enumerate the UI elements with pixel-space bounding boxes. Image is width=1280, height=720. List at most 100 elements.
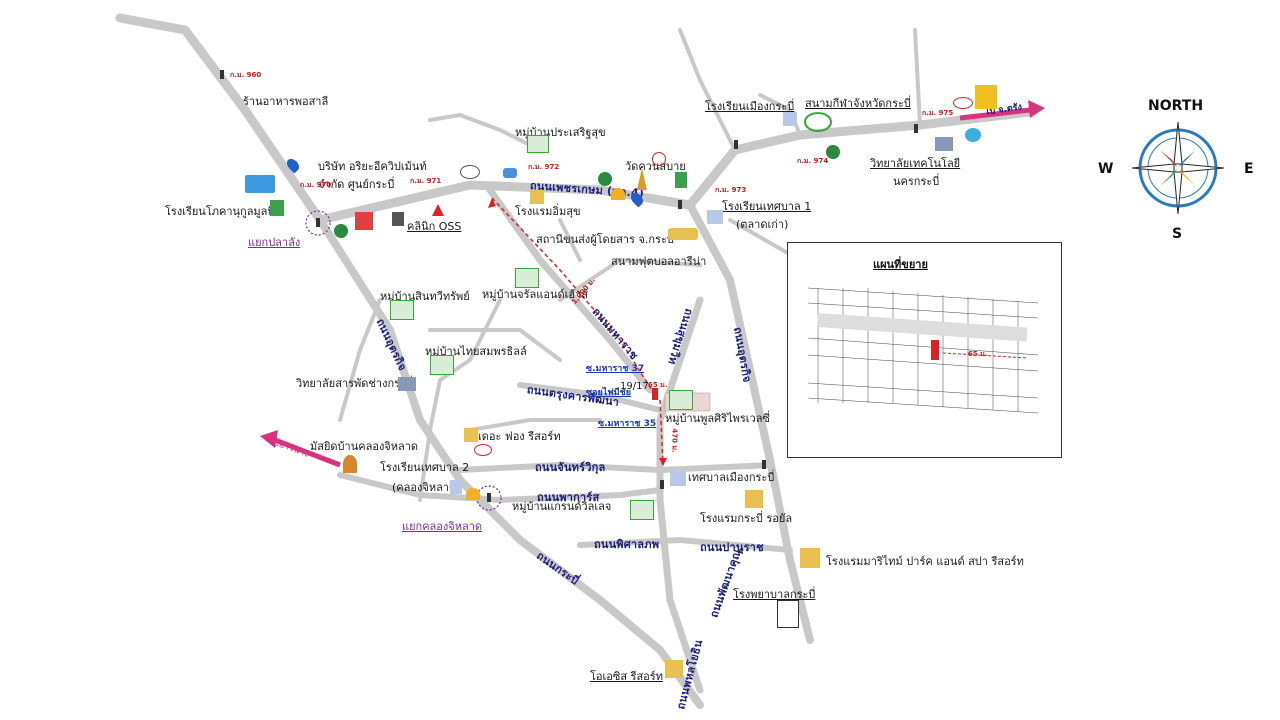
- tech-college-icon: [935, 137, 953, 151]
- place-village-thaisomporn: หมู่บ้านไทยสมพรธิลล์: [425, 345, 527, 358]
- school-tessaban2-icon: [450, 480, 462, 494]
- route-south: [659, 399, 664, 466]
- esso-2-icon: [474, 444, 492, 456]
- km-975: ก.ม. 975: [922, 109, 954, 117]
- road-label-pisalpop: ถนนพิศาลภพ: [594, 538, 660, 551]
- krungthai-icon: [975, 85, 997, 109]
- road-minor-7: [913, 28, 922, 127]
- route-arrow-2: [659, 458, 667, 466]
- village-thaisomporn-icon: [430, 355, 454, 375]
- place-oasis: โอเอซิส รีสอร์ท: [590, 670, 663, 683]
- place-restaurant: ร้านอาหารพอสาลี: [243, 95, 329, 108]
- school-muang-icon: [783, 112, 797, 126]
- mazda-icon: [460, 165, 480, 179]
- to-aonang-arrow-icon: [260, 430, 341, 468]
- place-village-poolsiri: หมู่บ้านพูลศิริไพรเวลซี่: [665, 412, 770, 425]
- school-tessaban1-icon: [707, 210, 723, 224]
- place-krabi-city: นครกระบี่: [893, 175, 940, 188]
- place-school-tessaban2: โรงเรียนเทศบาล 2: [380, 461, 470, 474]
- inset-main-road: [817, 313, 1028, 342]
- bank-icon: [965, 128, 981, 142]
- place-school-tessaban2-sub: (คลองจิหลาด): [392, 481, 461, 494]
- place-village-grand: หมู่บ้านแกรนด์วิลเลจ: [512, 500, 612, 513]
- esso-icon: [953, 97, 973, 109]
- bangchak-icon: [334, 224, 348, 238]
- seven-eleven-icon: [270, 200, 284, 216]
- road-maharaj: [486, 186, 654, 394]
- temple-icon: [637, 168, 647, 190]
- place-bus-station: สถานีขนส่งผู้โดยสาร จ.กระบี่: [536, 233, 674, 246]
- junction-south-label: แยกคลองจิหลาด: [402, 520, 483, 533]
- maritime-icon: [800, 548, 820, 568]
- km-974: ก.ม. 974: [797, 157, 829, 165]
- shell-2-icon: [466, 488, 480, 500]
- place-maritime: โรงแรมมาริไทม์ ปาร์ค แอนด์ สปา รีสอร์ท: [826, 555, 1024, 568]
- soi-maharaj-35: ซ.มหาราช 35: [598, 419, 657, 429]
- traffic-light-icons: [220, 70, 918, 502]
- tot-logo-icon: [245, 175, 275, 193]
- road-minor-9: [558, 258, 702, 302]
- road-minor-12: [558, 218, 582, 262]
- road-pisalpop: [577, 537, 793, 553]
- place-old-market: (ตลาดเก่า): [736, 218, 789, 231]
- place-school-tessaban1: โรงเรียนเทศบาล 1: [722, 200, 812, 213]
- compass-north-label: NORTH: [1148, 98, 1204, 114]
- road-phattarat: [337, 472, 663, 503]
- compass-icon: [1131, 121, 1225, 215]
- village-poolsiri-icon: [669, 390, 693, 410]
- place-clinic: คลินิก OSS: [407, 220, 462, 233]
- place-the-fong: เดอะ ฟอง รีสอร์ท: [478, 430, 561, 443]
- km-970: ก.ม. 970: [300, 181, 332, 189]
- place-hotel-royal: โรงแรมกระบี่ รอยัล: [700, 512, 793, 525]
- inset-map: แผนที่ขยาย 65 ม.: [787, 242, 1062, 458]
- km-960: ก.ม. 960: [230, 71, 262, 79]
- hospital-icon: [777, 600, 799, 628]
- road-petchkasem: [315, 107, 1035, 225]
- route-maharaj: [491, 197, 656, 396]
- shell-icon: [611, 188, 625, 200]
- road-minor-2: [338, 298, 382, 422]
- place-poly-college: วิทยาลัยสารพัดช่างกระบี่: [296, 377, 413, 390]
- dist-470m: 470 ม.: [670, 428, 679, 453]
- inset-dist: 65 ม.: [968, 350, 988, 358]
- place-football: สนามฟุตบอลอารีน่า: [611, 255, 707, 268]
- road-minor-10: [468, 418, 602, 432]
- road-minor-1: [428, 113, 542, 152]
- compass-west-label: W: [1098, 161, 1114, 177]
- village-prasert-icon: [527, 135, 549, 153]
- compass-south-label: S: [1172, 226, 1183, 242]
- target-plot: [652, 388, 658, 400]
- km-971: ก.ม. 971: [410, 177, 442, 185]
- road-label-pana: ถนนปานุราช: [700, 541, 764, 554]
- road-janwikul: [457, 462, 773, 473]
- to-trang-arrow-icon: [959, 100, 1045, 121]
- inset-title: แผนที่ขยาย: [873, 258, 928, 271]
- road-trakulpat: [517, 382, 663, 413]
- bangchak-2-icon: [598, 172, 612, 186]
- road-label-phattarat: ถนนพาการ์ส: [537, 491, 600, 504]
- inset-target-plot: [931, 340, 939, 360]
- road-utarakit-east: [686, 201, 814, 644]
- soi-faimongkol: ซอยไฟมีชัย: [586, 388, 631, 398]
- inset-route: [942, 352, 1029, 359]
- place-temple: วัดควนสบาย: [625, 160, 686, 173]
- place-company-line2: จำกัด ศูนย์กระบี่: [318, 178, 395, 191]
- place-mosque: มัสยิดบ้านคลองจิหลาด: [310, 440, 419, 453]
- place-hotel-imsuk: โรงแรมอิ่มสุข: [515, 205, 581, 218]
- inset-map-drawing: [807, 287, 1039, 414]
- bus-icon: [668, 228, 698, 240]
- place-tech-college: วิทยาลัยเทคโนโลยี: [870, 157, 961, 170]
- road-highway-west: [115, 13, 325, 225]
- municipality-icon: [670, 470, 686, 486]
- seven-eleven-2-icon: [675, 172, 687, 188]
- place-village-sintawee: หมู่บ้านสินทวีทรัพย์: [380, 290, 470, 303]
- hotel-royal-icon: [745, 490, 763, 508]
- place-municipality: เทศบาลเมืองกระบี่: [688, 471, 775, 484]
- place-village-jarun: หมู่บ้านจรัลแอนด์เฮ้าส์: [482, 288, 588, 301]
- km-973: ก.ม. 973: [715, 186, 747, 194]
- dist-65m: 65 ม.: [648, 381, 668, 389]
- poly-college-icon: [398, 377, 416, 391]
- route-arrow-1: [488, 198, 496, 208]
- bangchak-3-icon: [826, 145, 840, 159]
